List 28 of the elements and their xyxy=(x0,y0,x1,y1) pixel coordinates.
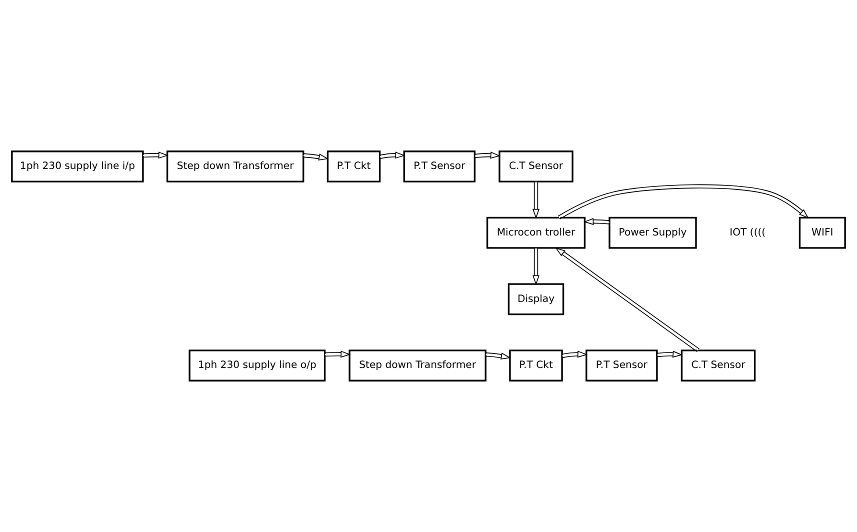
node-box: Step down Transformer xyxy=(348,350,486,382)
node-box: Microcon troller xyxy=(486,216,586,249)
arrow xyxy=(561,350,588,358)
arrow xyxy=(656,350,683,358)
arrow xyxy=(532,181,540,219)
label: IOT (((( xyxy=(730,227,766,238)
arrow xyxy=(379,152,406,159)
node-box: Display xyxy=(508,283,564,316)
node-box: P.T Ckt xyxy=(326,150,381,182)
arrow xyxy=(474,152,500,159)
node-box: P.T Ckt xyxy=(509,350,563,382)
node-box: P.T Sensor xyxy=(586,350,658,382)
arrow xyxy=(324,350,351,358)
node-box: WIFI xyxy=(798,216,846,249)
arrow xyxy=(555,247,700,352)
arrow xyxy=(303,153,329,161)
arrow xyxy=(532,248,540,286)
node-box: Step down Transformer xyxy=(166,150,304,182)
node-box: C.T Sensor xyxy=(680,350,756,382)
arrow xyxy=(142,152,169,159)
arrow xyxy=(558,184,809,220)
arrow xyxy=(485,352,511,360)
node-box: 1ph 230 supply line i/p xyxy=(11,150,144,182)
node-box: C.T Sensor xyxy=(498,150,574,182)
node-box: 1ph 230 supply line o/p xyxy=(188,350,326,382)
arrow xyxy=(584,218,610,226)
node-box: P.T Sensor xyxy=(403,150,476,182)
node-box: Power Supply xyxy=(608,216,697,249)
